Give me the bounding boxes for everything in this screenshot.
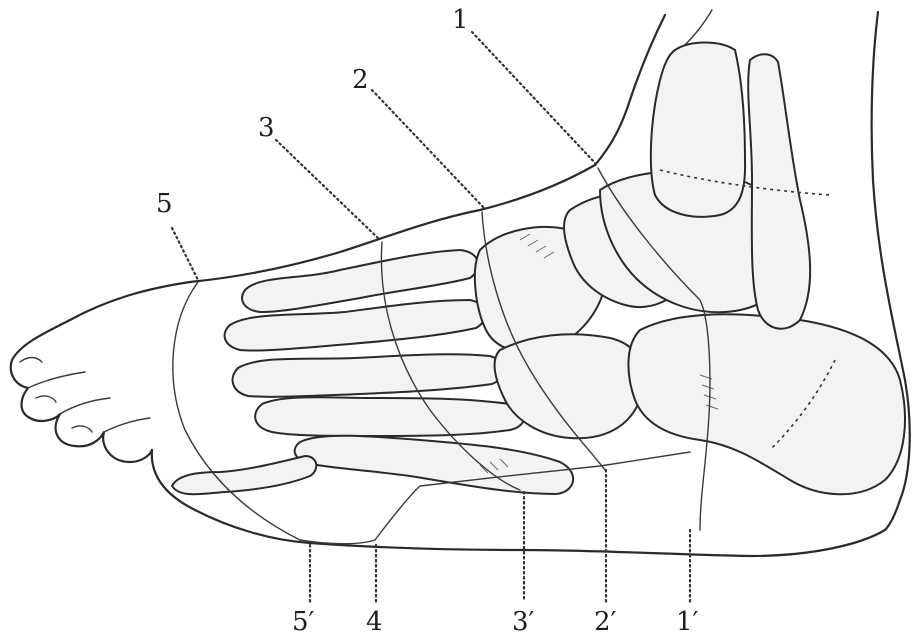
toe-nail-1 (20, 358, 42, 363)
metatarsal-5 (295, 436, 574, 494)
metatarsal-3 (233, 354, 505, 397)
leader-1 (472, 32, 596, 164)
label-1-prime: 1′ (676, 607, 699, 637)
calcaneus-bone (628, 314, 905, 494)
leader-3 (276, 140, 380, 240)
leader-2 (372, 90, 484, 208)
toe-crease-2 (60, 398, 110, 414)
leader-5 (172, 228, 198, 280)
label-3: 3 (258, 113, 275, 143)
label-2-prime: 2′ (594, 607, 617, 637)
label-2: 2 (352, 65, 369, 95)
toe-nail-3 (72, 426, 92, 432)
label-5-prime: 5′ (292, 607, 315, 637)
label-3-prime: 3′ (512, 607, 535, 637)
fibula-bone (748, 54, 810, 328)
label-4: 4 (366, 607, 383, 637)
label-5: 5 (156, 189, 173, 219)
toe-crease-3 (104, 418, 150, 432)
leg-back-outline (872, 12, 905, 380)
label-1: 1 (452, 5, 469, 35)
metatarsal-4 (255, 397, 524, 436)
toe-nail-2 (36, 396, 56, 402)
toe-crease-1 (28, 372, 85, 388)
toes-outline (11, 282, 190, 462)
tibia-bone (651, 43, 745, 217)
phalanx-little-toe (172, 456, 316, 494)
